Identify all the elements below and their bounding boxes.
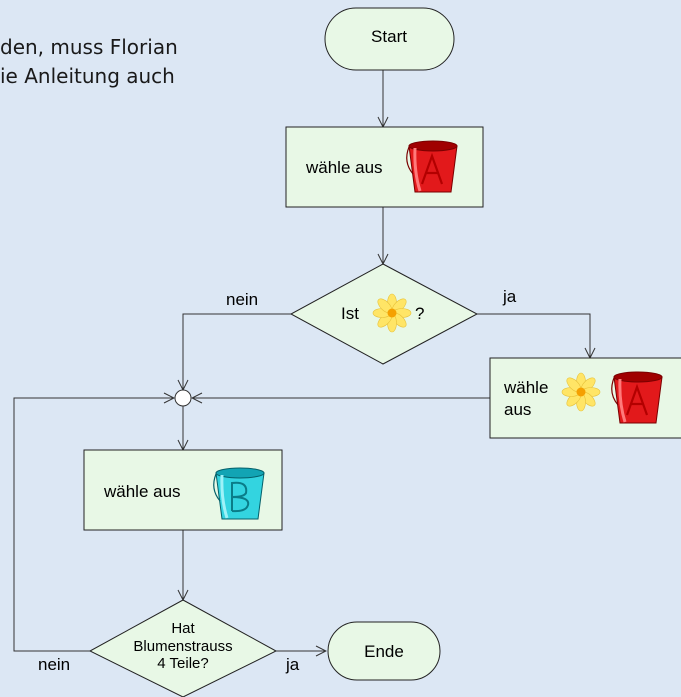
decision2-line3: 4 Teile? xyxy=(157,655,208,672)
start-label: Start xyxy=(371,27,407,46)
flower-icon xyxy=(372,293,412,333)
decision2-yes-label: ja xyxy=(285,655,300,674)
decision1-ist-label: Ist xyxy=(341,304,359,323)
choose-flower-label-line2: aus xyxy=(504,400,531,419)
choose-b-label: wähle aus xyxy=(103,482,181,501)
decision1-yes-label: ja xyxy=(502,287,517,306)
merge-point xyxy=(174,389,192,407)
decision2-no-label: nein xyxy=(38,655,70,674)
decision2-line2: Blumenstrauss xyxy=(133,638,232,655)
flower-icon xyxy=(561,372,601,412)
decision-is-flower: Ist ? xyxy=(289,263,479,365)
bucket-a-icon xyxy=(405,139,459,194)
end-node: Ende xyxy=(327,621,441,681)
intro-line-2: ie Anleitung auch xyxy=(0,64,175,88)
process-choose-bucket-a: wähle aus xyxy=(285,126,484,208)
process-choose-bucket-b: wähle aus xyxy=(83,449,283,531)
intro-line-1: den, muss Florian xyxy=(0,35,178,59)
bucket-b-icon xyxy=(212,466,266,521)
bucket-a-icon xyxy=(610,370,664,425)
decision1-no-label: nein xyxy=(226,290,258,309)
decision2-line1: Hat xyxy=(171,620,195,637)
decision1-question-mark: ? xyxy=(415,304,424,323)
process-choose-flower-and-bucket-a: wähle aus xyxy=(489,357,681,439)
choose-a-label: wähle aus xyxy=(305,158,383,177)
connector-lines xyxy=(13,70,590,651)
choose-flower-label-line1: wähle xyxy=(503,378,548,397)
decision-bouquet-four-parts: Hat Blumenstrauss 4 Teile? xyxy=(88,599,278,697)
end-label: Ende xyxy=(364,642,404,661)
start-node: Start xyxy=(324,7,455,71)
intro-text: den, muss Florian ie Anleitung auch xyxy=(0,33,300,91)
